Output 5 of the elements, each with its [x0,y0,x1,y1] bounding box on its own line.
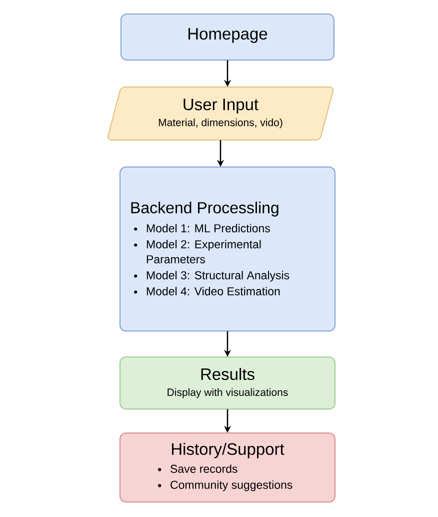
history-box: History/Support Save records Community suggestions [120,432,336,502]
process-box: Backend Processling Model 1: ML Predictions Model 2: Experimental Parameters Model 3: Structural Analysis Model 4: Video Estimation [120,166,336,332]
result-box: Results Display with visualizations [120,356,336,410]
input-parallelogram: User Input Material, dimensions, vido) [107,86,334,140]
page-box: Homepage [120,14,334,60]
